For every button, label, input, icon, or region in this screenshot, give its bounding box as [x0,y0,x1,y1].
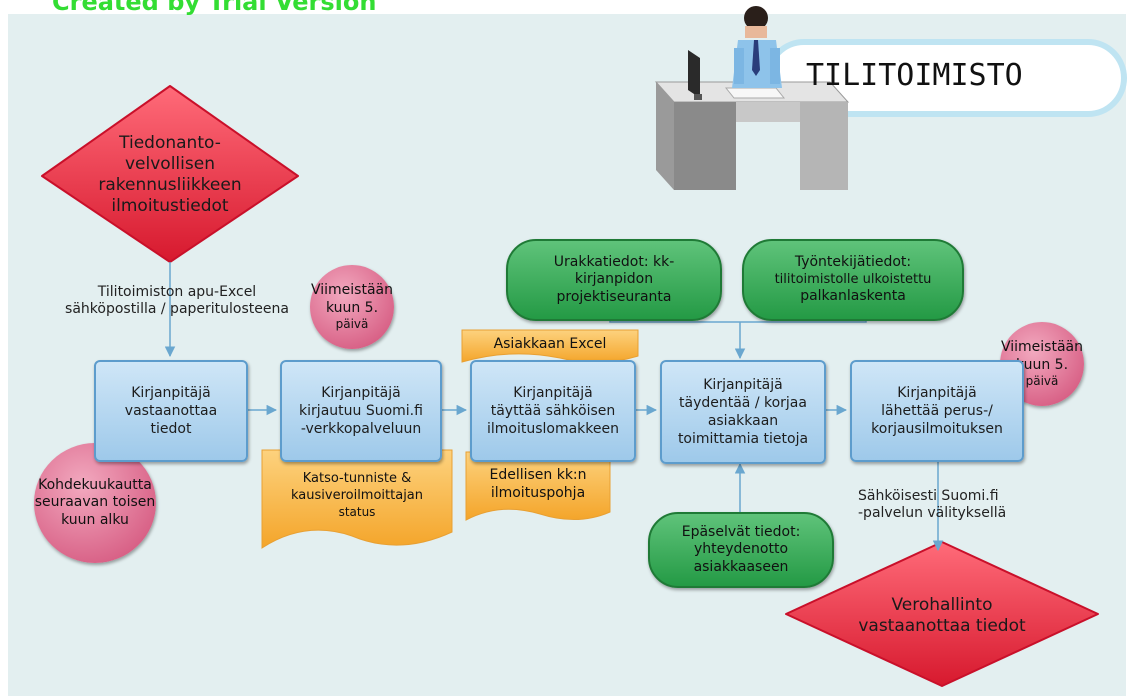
start-line: velvollisen [125,153,215,174]
document-line: kausiveroilmoittajan [290,488,424,504]
end-label: Verohallinto vastaanottaa tiedot [820,588,1064,644]
deadline-line: Viimeistään [1000,339,1083,355]
step-line: kirjautuu Suomi.fi [299,402,423,419]
step-line: toimittamia tietoja [677,431,809,448]
step-line: lähettää perus-/ [881,402,993,419]
step-line: -verkkopalveluun [300,421,422,438]
edge-label-delivery: Tilitoimiston apu-Excel sähköpostilla / … [52,284,302,318]
input-line: Urakkatiedot: kk- [553,253,675,270]
end-line: vastaanottaa tiedot [858,616,1026,636]
step-line: täyttää sähköisen [490,402,616,419]
watermark: Created by Trial Version [52,0,377,16]
input-line: kirjanpidon [574,271,654,288]
input-line: tilitoimistolle ulkoistettu [774,271,932,287]
document-previous: Edellisen kk:n ilmoituspohja [466,456,610,512]
input-line: Epäselvät tiedot: [681,523,801,540]
step-line: tiedot [150,421,192,438]
process-step-complete: Kirjanpitäjä täydentää / korjaa asiakkaa… [660,360,826,464]
start-label: Tiedonanto- velvollisen rakennusliikkeen… [70,110,270,240]
step-line: korjausilmoituksen [871,421,1003,438]
office-illustration [654,6,850,190]
deadline-badge: Viimeistään kuun 5. päivä [310,265,394,349]
input-line: Työntekijätiedot: [794,254,912,271]
step-line: Kirjanpitäjä [131,384,211,401]
process-step-send: Kirjanpitäjä lähettää perus-/ korjausilm… [850,360,1024,462]
period-line: Kohdekuukautta [38,476,152,493]
step-line: asiakkaan [707,413,779,429]
deadline-line: päivä [335,317,369,331]
edge-label-line: Tilitoimiston apu-Excel [97,284,257,300]
step-line: ilmoituslomakkeen [486,421,619,438]
step-line: Kirjanpitäjä [897,384,977,401]
end-line: Verohallinto [891,594,993,615]
input-line: projektiseuranta [556,288,672,305]
page-title: TILITOIMISTO [806,58,1023,93]
document-line: Asiakkaan Excel [493,335,607,352]
document-shape-katso [261,449,453,549]
step-line: täydentää / korjaa [679,394,807,411]
edge-label-line: Sähköisesti Suomi.fi [858,488,999,504]
document-line: Katso-tunniste & [302,471,412,487]
input-line: palkanlaskenta [800,288,906,305]
document-line: ilmoituspohja [490,485,586,501]
deadline-line: kuun 5. [325,299,379,316]
process-step-fill-form: Kirjanpitäjä täyttää sähköisen ilmoitusl… [470,360,636,462]
step-line: Kirjanpitäjä [703,376,783,393]
start-line: Tiedonanto- [119,132,221,153]
edge-label-line: -palvelun välityksellä [858,505,1007,522]
edge-label-line: sähköpostilla / paperitulosteena [65,301,289,318]
input-line: asiakkaaseen [693,558,789,575]
step-line: Kirjanpitäjä [513,384,593,401]
start-line: rakennusliikkeen [98,175,242,195]
step-line: Kirjanpitäjä [321,384,401,401]
document-katso: Katso-tunniste & kausiveroilmoittajan st… [262,456,452,536]
input-line: yhteydenotto [693,541,789,558]
input-epaselvat: Epäselvät tiedot: yhteydenotto asiakkaas… [648,512,834,588]
input-tyontekijatiedot: Työntekijätiedot: tilitoimistolle ulkois… [742,239,964,321]
document-shape-excel [461,329,639,364]
process-step-login: Kirjanpitäjä kirjautuu Suomi.fi -verkkop… [280,360,442,462]
document-line: Edellisen kk:n [489,466,587,483]
process-step-receive: Kirjanpitäjä vastaanottaa tiedot [94,360,248,462]
step-line: vastaanottaa [124,402,218,419]
period-line: seuraavan toisen [34,494,156,511]
deadline-line: kuun 5. [1015,356,1069,373]
input-urakkatiedot: Urakkatiedot: kk- kirjanpidon projektise… [506,239,722,321]
document-excel: Asiakkaan Excel [462,330,638,358]
deadline-line: päivä [1025,374,1059,388]
edge-label-transfer: Sähköisesti Suomi.fi -palvelun välitykse… [858,488,1048,522]
deadline-line: Viimeistään [310,282,393,298]
period-line: kuun alku [61,511,129,528]
document-line: status [338,505,376,520]
period-badge: Kohdekuukautta seuraavan toisen kuun alk… [34,443,156,563]
start-line: ilmoitustiedot [111,196,229,217]
document-shape-previous [465,451,611,521]
end-diamond [785,541,1099,687]
